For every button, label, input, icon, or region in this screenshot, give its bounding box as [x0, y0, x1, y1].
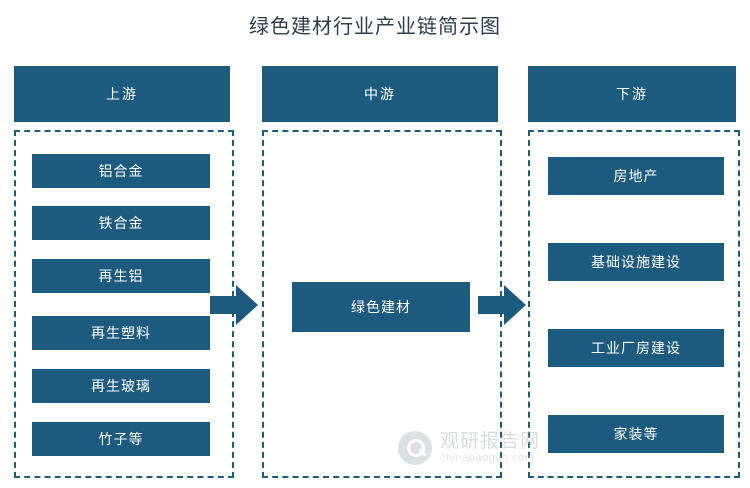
column-header-downstream: 下游	[528, 66, 736, 122]
search-icon	[398, 431, 432, 465]
watermark-text: 观研报告网 chinabaogao.com	[440, 431, 540, 465]
watermark-name: 观研报告网	[440, 431, 541, 452]
downstream-item-2: 工业厂房建设	[548, 329, 724, 367]
upstream-item-1: 铁合金	[32, 206, 210, 240]
column-header-upstream: 上游	[14, 66, 230, 122]
downstream-item-1: 基础设施建设	[548, 243, 724, 281]
watermark: 观研报告网 chinabaogao.com	[398, 424, 642, 472]
midstream-item-0: 绿色建材	[292, 282, 470, 332]
upstream-item-5: 竹子等	[32, 422, 210, 456]
arrow-right-icon-upstream	[210, 285, 258, 325]
column-header-midstream: 中游	[262, 66, 498, 122]
upstream-item-3: 再生塑料	[32, 316, 210, 350]
upstream-item-2: 再生铝	[32, 259, 210, 293]
page-title: 绿色建材行业产业链简示图	[249, 16, 501, 38]
upstream-container	[14, 130, 234, 478]
watermark-url: chinabaogao.com	[440, 452, 535, 464]
downstream-item-0: 房地产	[548, 157, 724, 195]
arrow-right-icon-downstream	[478, 285, 526, 325]
downstream-item-3: 家装等	[548, 415, 724, 453]
upstream-item-0: 铝合金	[32, 154, 210, 188]
upstream-item-4: 再生玻璃	[32, 369, 210, 403]
